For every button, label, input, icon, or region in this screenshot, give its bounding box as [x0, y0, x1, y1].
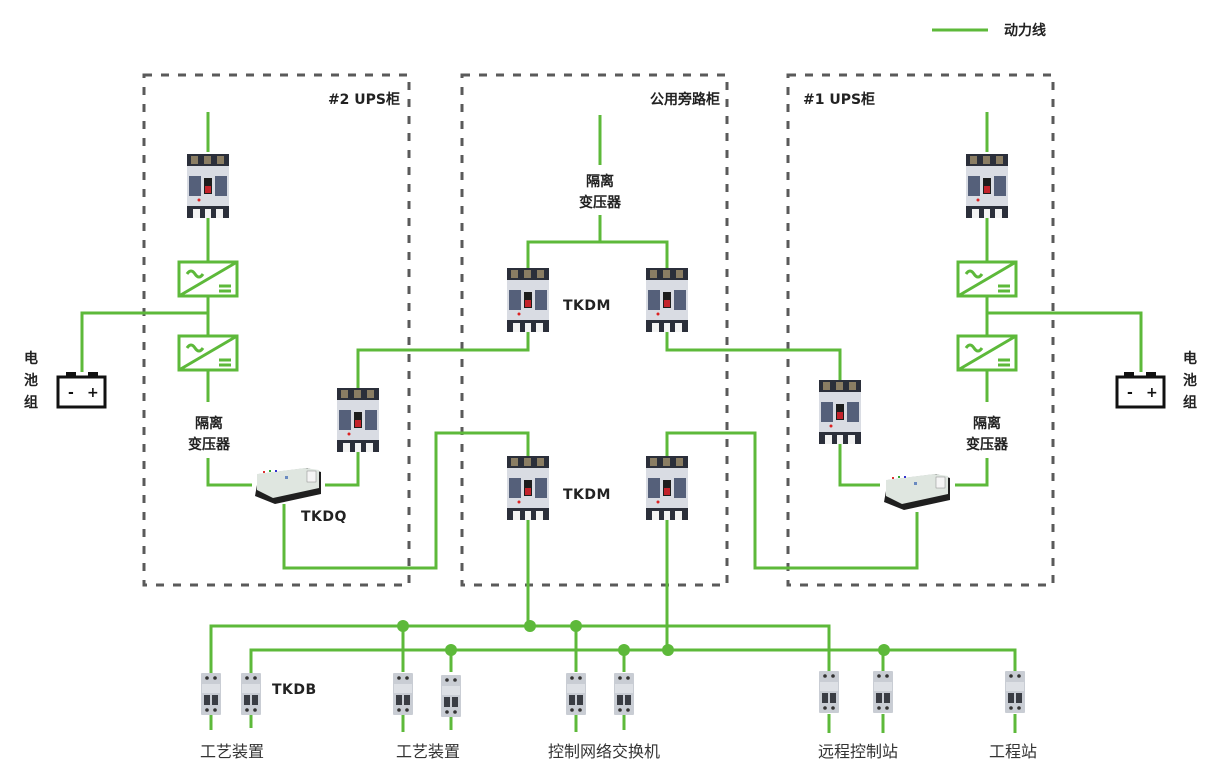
svg-text:组: 组	[1183, 394, 1197, 411]
tkdq-label: TKDQ	[301, 509, 347, 525]
mcb-breaker-icon	[201, 673, 221, 715]
tkdm-label-upper: TKDM	[563, 298, 611, 314]
battery-minus: -	[68, 385, 74, 401]
svg-text:变压器: 变压器	[579, 194, 622, 211]
battery-icon-left: - +	[56, 372, 107, 409]
mcb-breaker-icon	[393, 673, 413, 715]
battery-label-left: 电 池 组	[24, 350, 38, 411]
mccb-breaker-icon	[507, 456, 549, 520]
cabinet-ups2-title: #2 UPS柜	[328, 91, 400, 108]
svg-text:组: 组	[24, 394, 38, 411]
mccb-breaker-icon	[646, 456, 688, 520]
svg-text:隔离: 隔离	[973, 415, 1001, 432]
mccb-breaker-icon	[187, 154, 229, 218]
junction-node	[618, 644, 630, 656]
load-label: 远程控制站	[818, 742, 898, 761]
battery-plus: +	[1146, 385, 1158, 401]
battery-plus: +	[87, 385, 99, 401]
tkdb-label: TKDB	[272, 682, 317, 698]
svg-text:隔离: 隔离	[195, 415, 223, 432]
rectifier-converter-icon	[956, 260, 1018, 298]
mccb-breaker-icon	[507, 268, 549, 332]
mccb-breaker-icon	[337, 388, 379, 452]
tkdm-label-lower: TKDM	[563, 487, 611, 503]
cabinet-bypass-title: 公用旁路柜	[650, 91, 720, 108]
mcb-breaker-icon	[441, 675, 461, 717]
cabinet-bypass-border	[460, 73, 729, 587]
mcb-breaker-icon	[241, 673, 261, 715]
junction-node	[524, 620, 536, 632]
svg-text:池: 池	[24, 372, 38, 389]
battery-label-right: 电 池 组	[1183, 350, 1197, 411]
load-label: 工程站	[989, 742, 1037, 761]
legend: 动力线	[932, 22, 1046, 39]
power-wires	[80, 112, 1143, 733]
mccb-breaker-icon	[646, 268, 688, 332]
mccb-breaker-icon	[819, 380, 861, 444]
svg-text:变压器: 变压器	[966, 436, 1009, 453]
junction-node	[878, 644, 890, 656]
svg-text:池: 池	[1183, 372, 1197, 389]
ats-switch-icon	[254, 467, 322, 505]
legend-label: 动力线	[1004, 22, 1046, 39]
mcb-breaker-icon	[614, 673, 634, 715]
junction-node	[397, 620, 409, 632]
battery-minus: -	[1127, 385, 1133, 401]
junction-node	[662, 644, 674, 656]
svg-text:隔离: 隔离	[586, 173, 614, 190]
junction-node	[445, 644, 457, 656]
mcb-breaker-icon	[1005, 671, 1025, 713]
mccb-breaker-icon	[966, 154, 1008, 218]
isolation-transformer-label-ups1: 隔离 变压器	[966, 415, 1009, 453]
load-label: 工艺装置	[200, 742, 264, 761]
inverter-converter-icon	[177, 334, 239, 372]
inverter-converter-icon	[956, 334, 1018, 372]
svg-text:电: 电	[24, 350, 38, 367]
rectifier-converter-icon	[177, 260, 239, 298]
mcb-breaker-icon	[819, 671, 839, 713]
ats-switch-icon	[883, 473, 951, 511]
battery-icon-right: - +	[1115, 372, 1166, 409]
bus-junctions	[397, 620, 890, 656]
mcb-breaker-icon	[566, 673, 586, 715]
cabinet-ups2-border	[142, 73, 411, 587]
mcb-breaker-icon	[873, 671, 893, 713]
load-label: 控制网络交换机	[548, 742, 660, 761]
isolation-transformer-label-bypass: 隔离 变压器	[579, 173, 622, 211]
isolation-transformer-label-ups2: 隔离 变压器	[188, 415, 231, 453]
load-label: 工艺装置	[396, 742, 460, 761]
cabinet-ups1-title: #1 UPS柜	[803, 91, 875, 108]
svg-text:变压器: 变压器	[188, 436, 231, 453]
svg-text:电: 电	[1183, 350, 1197, 367]
junction-node	[570, 620, 582, 632]
cabinet-ups1-border	[786, 73, 1055, 587]
